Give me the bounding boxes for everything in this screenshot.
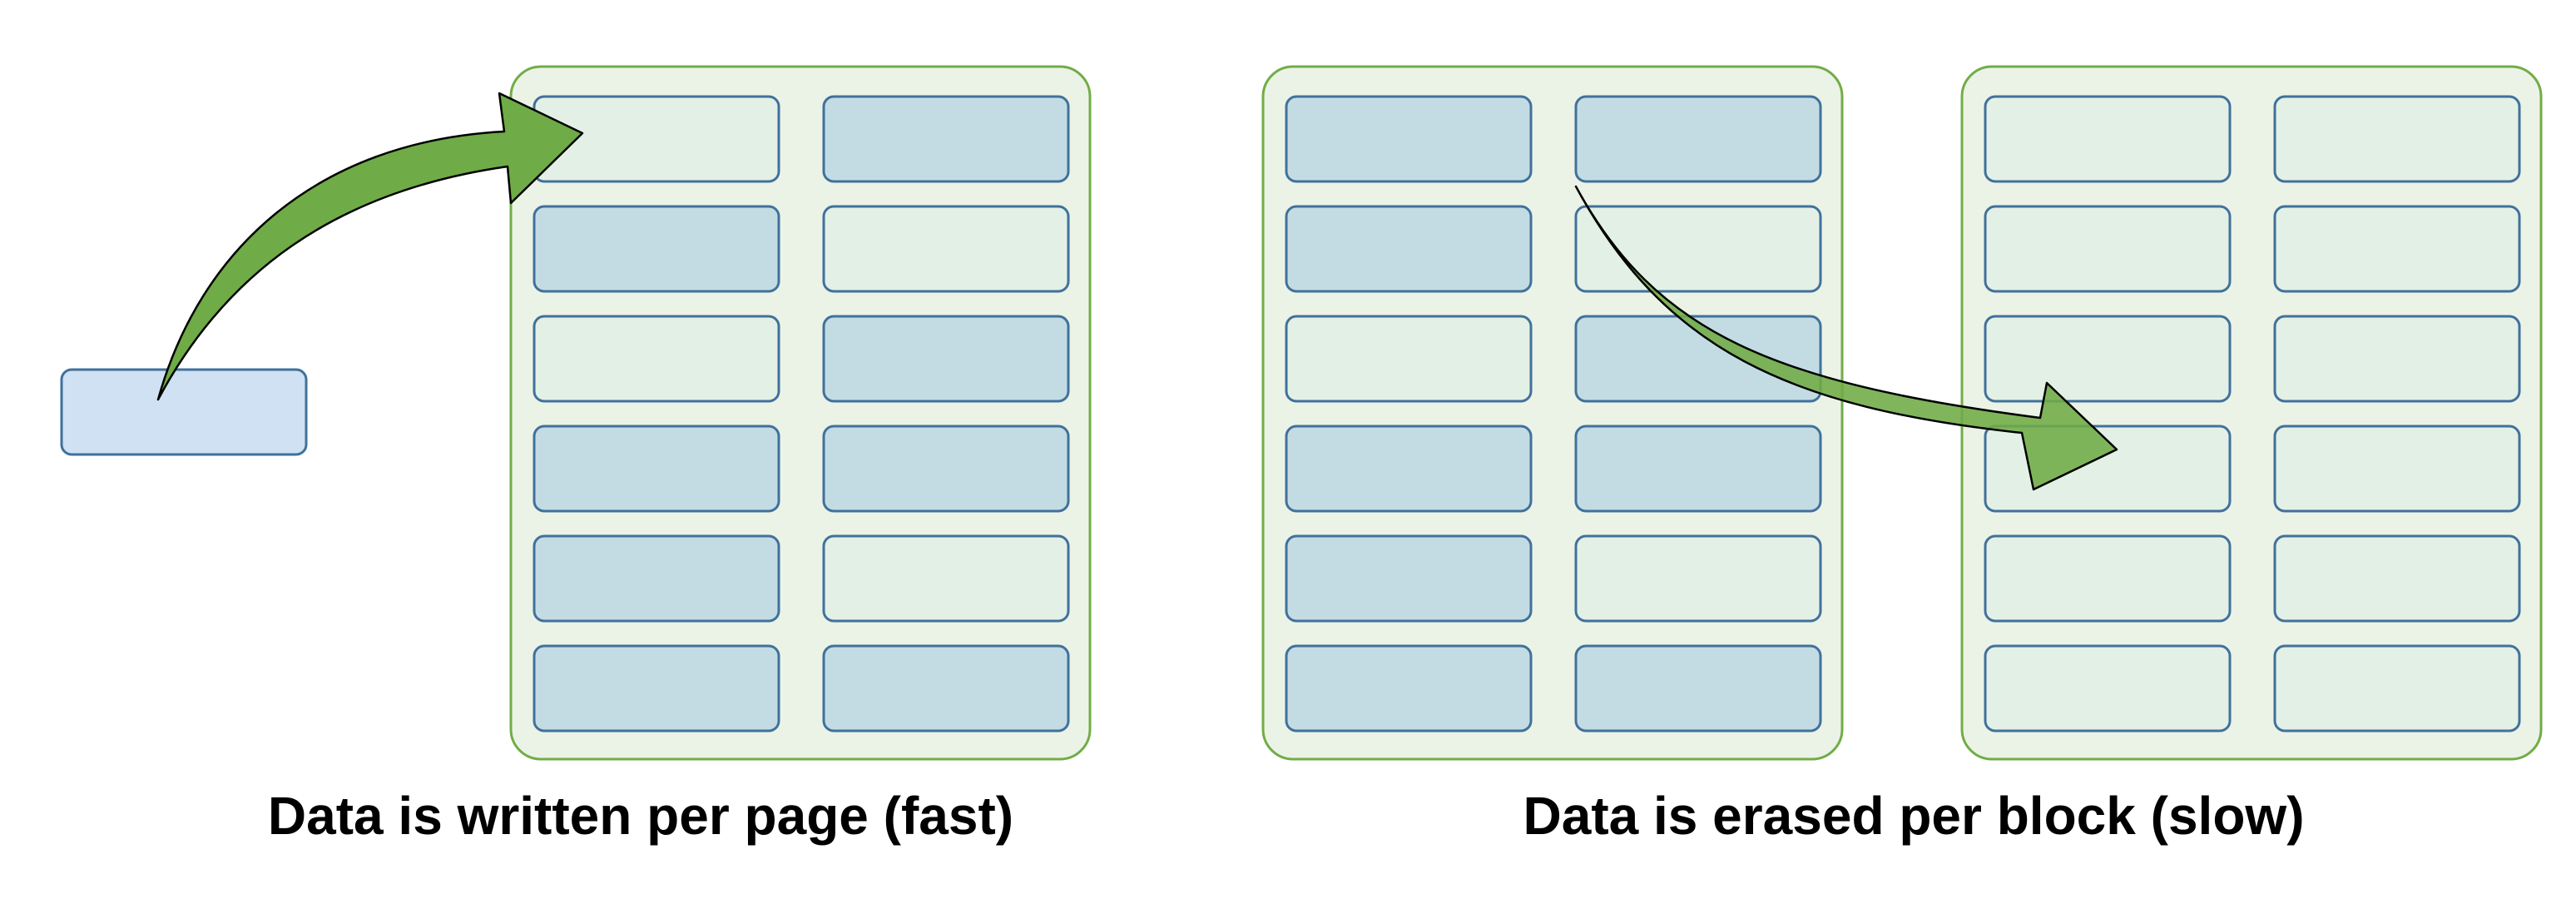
page-valid	[1574, 425, 1822, 513]
incoming-page	[60, 368, 308, 456]
page-free	[2273, 425, 2521, 513]
page-valid	[1285, 534, 1533, 623]
page-valid	[822, 315, 1070, 403]
page-free	[1574, 205, 1822, 293]
page-free	[1574, 534, 1822, 623]
write-arrow	[156, 92, 584, 401]
page-free	[2273, 205, 2521, 293]
page-valid	[1285, 95, 1533, 183]
page-free	[822, 534, 1070, 623]
page-valid	[822, 425, 1070, 513]
page-free	[2273, 534, 2521, 623]
page-free	[533, 315, 780, 403]
page-free	[1984, 534, 2232, 623]
page-valid	[1285, 425, 1533, 513]
page-valid	[533, 534, 780, 623]
page-free	[2273, 95, 2521, 183]
page-free	[1285, 315, 1533, 403]
page-free	[2273, 644, 2521, 733]
move-arrow	[1574, 185, 2118, 491]
page-free	[822, 205, 1070, 293]
write-target-block	[509, 65, 1092, 761]
caption-write-per-page: Data is written per page (fast)	[267, 786, 1014, 846]
page-valid	[1574, 95, 1822, 183]
page-free	[1984, 425, 2232, 513]
page-valid	[1285, 644, 1533, 733]
page-valid	[533, 205, 780, 293]
page-free	[1984, 95, 2232, 183]
caption-erase-per-block: Data is erased per block (slow)	[1523, 786, 2305, 846]
page-valid	[533, 644, 780, 733]
page-free	[1984, 644, 2232, 733]
page-valid	[1574, 315, 1822, 403]
blocks-layer	[509, 65, 2543, 761]
erase-target-block	[1960, 65, 2543, 761]
page-free	[1984, 205, 2232, 293]
page-valid	[822, 644, 1070, 733]
page-valid	[822, 95, 1070, 183]
page-valid	[1574, 644, 1822, 733]
erase-source-block	[1261, 65, 1844, 761]
page-valid	[1285, 205, 1533, 293]
arrows-layer	[156, 92, 2118, 491]
page-free	[1984, 315, 2232, 403]
page-valid	[533, 425, 780, 513]
page-free	[2273, 315, 2521, 403]
